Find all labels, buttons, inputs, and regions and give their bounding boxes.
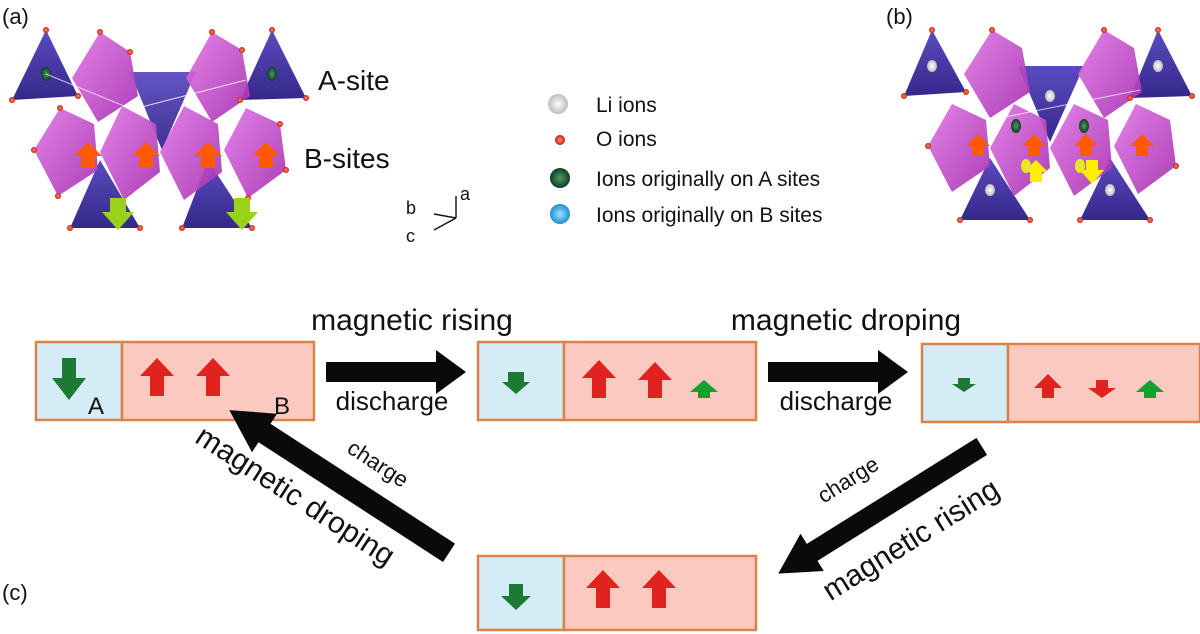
axis-a-label: a — [460, 184, 471, 204]
b-site-spin-arrows — [966, 134, 1154, 156]
transition-arrow-3: charge magnetic rising — [778, 437, 1005, 607]
state-box-1: A B — [34, 340, 316, 422]
legend-item-a-ions: Ions originally on A sites — [550, 168, 820, 191]
octahedron — [160, 106, 222, 200]
spin-up-arrow — [140, 358, 174, 396]
spin-down-arrow — [1088, 380, 1116, 398]
yellow-spin-arrows — [1024, 160, 1104, 184]
axis-c-label: c — [406, 226, 415, 246]
panel-a-crystal — [9, 27, 309, 231]
legend: Li ions O ions Ions originally on A site… — [548, 94, 822, 227]
spin-down-arrow-small — [952, 378, 976, 392]
legend-label: Ions originally on A sites — [596, 168, 820, 191]
octahedron — [186, 32, 250, 122]
o-ions — [901, 27, 1195, 223]
axis-b-label: b — [406, 198, 416, 218]
state-box-2 — [476, 340, 758, 422]
tetrahedron — [130, 72, 196, 150]
panel-b: (b) — [886, 4, 1195, 223]
legend-label: Ions originally on B sites — [596, 204, 822, 227]
transition-arrow-1: magnetic rising discharge — [311, 304, 513, 416]
a-site-ion — [1079, 119, 1089, 133]
octahedron — [1078, 30, 1142, 118]
arrow-3-small-label: charge — [813, 451, 883, 508]
panel-a-tag: (a) — [2, 4, 29, 29]
diagonal-arrow-icon — [229, 410, 456, 563]
a-site-ion-swatch — [550, 168, 570, 188]
panel-c-tag: (c) — [2, 580, 28, 605]
spin-up-arrow — [638, 362, 672, 398]
a-site-spin-arrows — [102, 198, 258, 230]
crystal-axes: b a c — [406, 184, 471, 246]
panel-b-tag: (b) — [886, 4, 913, 29]
legend-label: O ions — [596, 128, 657, 151]
tetrahedron — [960, 158, 1030, 220]
octahedron — [964, 30, 1030, 118]
o-ion-swatch — [555, 135, 565, 145]
state-box-4 — [476, 554, 758, 632]
tetrahedron — [1080, 158, 1150, 220]
octahedron — [928, 104, 990, 192]
b-site-box-label: B — [274, 393, 290, 420]
o-ions — [9, 27, 309, 231]
spin-up-arrow — [1034, 374, 1062, 398]
diagonal-arrow-icon — [778, 437, 988, 574]
li-ions — [927, 60, 1163, 196]
transition-arrow-2: magnetic droping discharge — [731, 304, 961, 416]
a-site-ion — [267, 67, 277, 81]
legend-item-b-ions: Ions originally on B sites — [550, 204, 822, 227]
spin-up-arrow-small — [1136, 380, 1164, 398]
arrow-2-top-label: magnetic droping — [731, 304, 961, 337]
spin-up-arrow — [196, 358, 230, 396]
legend-label: Li ions — [596, 94, 657, 117]
legend-item-li: Li ions — [548, 94, 657, 117]
state-box-3 — [920, 342, 1200, 424]
right-arrow-icon — [768, 350, 908, 394]
right-arrow-icon — [326, 350, 466, 394]
spin-up-arrow — [642, 570, 676, 608]
tetrahedron — [12, 30, 78, 100]
spin-down-arrow — [502, 372, 530, 394]
spin-up-arrow — [586, 570, 620, 608]
arrow-1-bottom-label: discharge — [336, 386, 449, 416]
panel-b-crystal — [901, 27, 1195, 223]
li-ion-yellow — [1075, 159, 1085, 173]
octahedron — [100, 106, 160, 200]
tetrahedron — [240, 30, 306, 100]
li-ion-yellow — [1021, 159, 1031, 173]
arrow-1-top-label: magnetic rising — [311, 304, 513, 337]
spin-down-arrow — [52, 358, 86, 400]
octahedron — [72, 32, 138, 122]
a-site-label: A-site — [318, 65, 390, 96]
tetrahedron — [1018, 66, 1084, 142]
b-sites-label: B-sites — [304, 143, 390, 174]
b-site-spin-arrows — [74, 142, 280, 168]
spin-up-arrow — [582, 360, 616, 398]
octahedron — [34, 108, 98, 196]
li-ion-swatch — [548, 94, 568, 114]
panel-a: (a) — [2, 4, 471, 246]
spin-down-arrow — [501, 584, 531, 610]
a-site-ion — [1011, 119, 1021, 133]
a-site-box — [34, 340, 124, 422]
panel-c: (c) A B — [2, 304, 1200, 632]
spin-up-arrow-small — [690, 380, 718, 398]
b-site-ion-swatch — [550, 204, 570, 224]
legend-item-o: O ions — [555, 128, 657, 151]
arrow-2-bottom-label: discharge — [780, 386, 893, 416]
a-site-box-label: A — [88, 393, 104, 420]
